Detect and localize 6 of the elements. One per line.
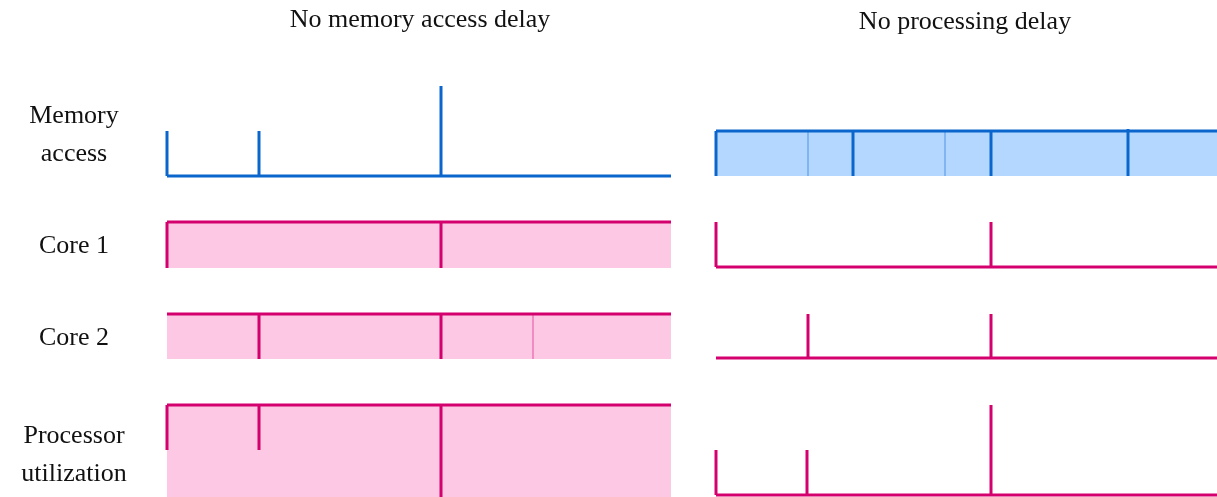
row-label: Core 1 — [37, 229, 110, 261]
row-label: Processor utilization — [20, 419, 128, 489]
row-label: Memory access — [28, 99, 120, 169]
column-heading: No memory access delay — [288, 3, 552, 35]
row-label: Core 2 — [37, 321, 110, 353]
column-heading: No processing delay — [857, 5, 1073, 37]
